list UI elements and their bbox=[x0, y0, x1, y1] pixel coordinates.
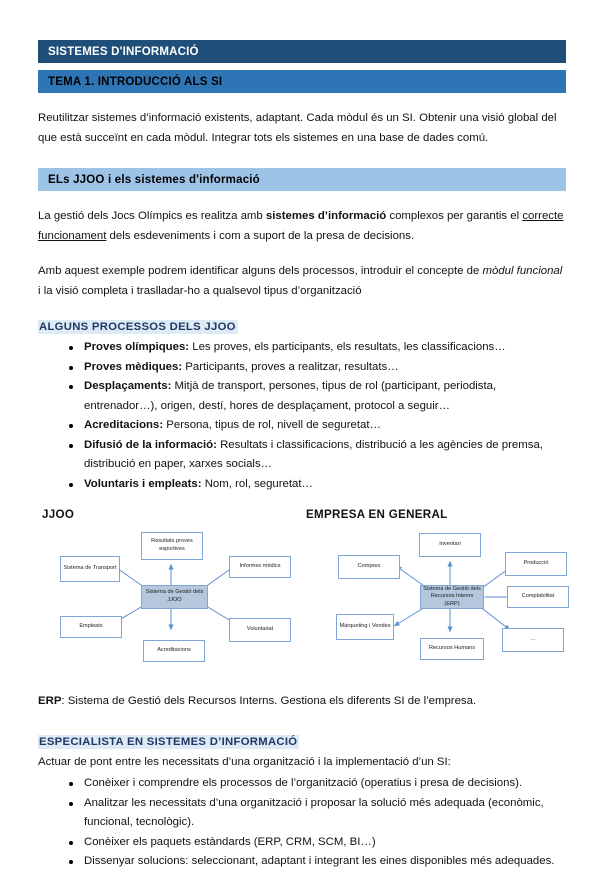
list-item: Difusió de la informació: Resultats i cl… bbox=[69, 436, 566, 475]
jjoo-paragraph-2: Amb aquest exemple podrem identificar al… bbox=[38, 262, 566, 301]
process-term: Desplaçaments: bbox=[84, 380, 172, 392]
list-item: Acreditacions: Persona, tipus de rol, ni… bbox=[69, 416, 566, 436]
section-banner-jjoo: ELs JJOO i els sistemes d'informació bbox=[38, 168, 566, 191]
list-item: Conèixer els paquets estàndards (ERP, CR… bbox=[69, 833, 566, 853]
specialist-intro: Actuar de pont entre les necessitats d’u… bbox=[38, 755, 451, 768]
list-item: Dissenyar solucions: seleccionant, adapt… bbox=[69, 852, 566, 872]
list-item: Proves mèdiques: Participants, proves a … bbox=[69, 358, 566, 378]
chapter-title-banner: TEMA 1. INTRODUCCIÓ ALS SI bbox=[38, 70, 566, 93]
diagram-node-resultats: Resultats proves esportives bbox=[141, 532, 203, 560]
jjoo-p1-part-c: dels esdeveniments i com a suport de la … bbox=[106, 229, 415, 242]
diagram-node-transport: Sistema de Transport bbox=[60, 556, 120, 582]
erp-term: ERP bbox=[38, 695, 62, 707]
process-term: Difusió de la informació: bbox=[84, 438, 217, 451]
diagram-node-produccio: Producció bbox=[505, 552, 567, 576]
document-page: SISTEMES D'INFORMACIÓ TEMA 1. INTRODUCCI… bbox=[38, 40, 569, 867]
process-desc: Resultats i classificacions, distribució… bbox=[84, 438, 543, 471]
specialist-heading-wrap: ESPECIALISTA EN SISTEMES D’INFORMACIÓ bbox=[38, 732, 566, 751]
process-desc: Nom, rol, seguretat… bbox=[201, 477, 313, 490]
process-desc: Persona, tipus de rol, nivell de seguret… bbox=[163, 419, 381, 431]
diagram-right-connectors bbox=[393, 561, 517, 632]
diagram-node-recursos-humans: Recursos Humans bbox=[420, 638, 484, 660]
jjoo-p1-underline: correcte funcionament bbox=[38, 210, 564, 242]
specialist-list: Conèixer i comprendre els processos de l… bbox=[38, 774, 566, 872]
diagram-node-comptabilitat: Comptabilitat bbox=[507, 586, 569, 608]
list-item: Analitzar les necessitats d’una organitz… bbox=[69, 794, 566, 833]
document-content: SISTEMES D'INFORMACIÓ TEMA 1. INTRODUCCI… bbox=[38, 40, 569, 872]
diagram-node-inventari: Inventari bbox=[419, 533, 481, 557]
jjoo-p1-bold: sistemes d’informació bbox=[265, 210, 387, 222]
diagram-node-acreditacions: Acreditacions bbox=[143, 640, 205, 662]
diagram-area: JJOO Resultats proves esportives Si bbox=[38, 508, 569, 680]
process-term: Proves mèdiques: bbox=[84, 360, 183, 373]
diagram-node-empleats: Empleats bbox=[60, 616, 122, 638]
process-desc: Participants, proves a realitzar, result… bbox=[182, 360, 399, 373]
list-item: Voluntaris i empleats: Nom, rol, seguret… bbox=[69, 475, 566, 495]
jjoo-p2-part-a: Amb aquest exemple podrem identificar al… bbox=[38, 265, 483, 277]
list-item: Proves olímpiques: Les proves, els parti… bbox=[69, 338, 566, 358]
jjoo-p2-italic: mòdul funcional bbox=[482, 265, 563, 277]
diagram-node-marqueting: Màrqueting i Vendes bbox=[336, 614, 394, 640]
erp-note: ERP: Sistema de Gestió dels Recursos Int… bbox=[38, 692, 566, 712]
process-term: Acreditacions: bbox=[84, 419, 164, 431]
jjoo-p1-part-b: complexos per garantis el bbox=[386, 210, 523, 222]
process-term: Voluntaris i empleats: bbox=[84, 477, 202, 490]
process-desc: Mitjà de transport, persones, tipus de r… bbox=[84, 380, 497, 412]
jjoo-paragraph-1: La gestió dels Jocs Olímpics es realitza… bbox=[38, 207, 566, 246]
diagram-node-compres: Compres bbox=[338, 555, 400, 579]
list-item: Conèixer i comprendre els processos de l… bbox=[69, 774, 566, 794]
section-banner-text: ELs JJOO i els sistemes d'informació bbox=[48, 173, 260, 186]
document-title-text: SISTEMES D'INFORMACIÓ bbox=[48, 45, 199, 58]
diagram-right-label: EMPRESA EN GENERAL bbox=[306, 508, 448, 521]
process-term: Proves olímpiques: bbox=[84, 341, 190, 353]
processes-list: Proves olímpiques: Les proves, els parti… bbox=[38, 338, 566, 494]
diagram-left-label: JJOO bbox=[42, 508, 75, 521]
jjoo-p1-part-a: La gestió dels Jocs Olímpics es realitza… bbox=[38, 210, 266, 222]
specialist-heading: ESPECIALISTA EN SISTEMES D’INFORMACIÓ bbox=[38, 734, 300, 749]
erp-text: : Sistema de Gestió dels Recursos Intern… bbox=[61, 695, 477, 707]
list-item: Desplaçaments: Mitjà de transport, perso… bbox=[69, 377, 566, 416]
diagram-hub-jjoo: Sistema de Gestió dels JJOO bbox=[141, 585, 208, 609]
diagram-node-voluntariat: Voluntariat bbox=[229, 618, 291, 642]
processes-heading: ALGUNS PROCESSOS DELS JJOO bbox=[38, 320, 238, 334]
diagram-node-informes-medics: Informes mèdics bbox=[229, 556, 291, 578]
chapter-title-text: TEMA 1. INTRODUCCIÓ ALS SI bbox=[48, 75, 223, 88]
processes-heading-wrap: ALGUNS PROCESSOS DELS JJOO bbox=[38, 317, 566, 336]
intro-paragraph: Reutilitzar sistemes d’informació existe… bbox=[38, 112, 557, 144]
document-title-banner: SISTEMES D'INFORMACIÓ bbox=[38, 40, 566, 63]
process-desc: Les proves, els participants, els result… bbox=[189, 341, 506, 353]
jjoo-p2-part-b: i la visió completa i traslladar-ho a qu… bbox=[38, 284, 362, 297]
diagram-hub-erp: Sistema de Gestió dels Recursos Interns … bbox=[420, 585, 484, 609]
diagram-node-altres: … bbox=[502, 628, 564, 652]
